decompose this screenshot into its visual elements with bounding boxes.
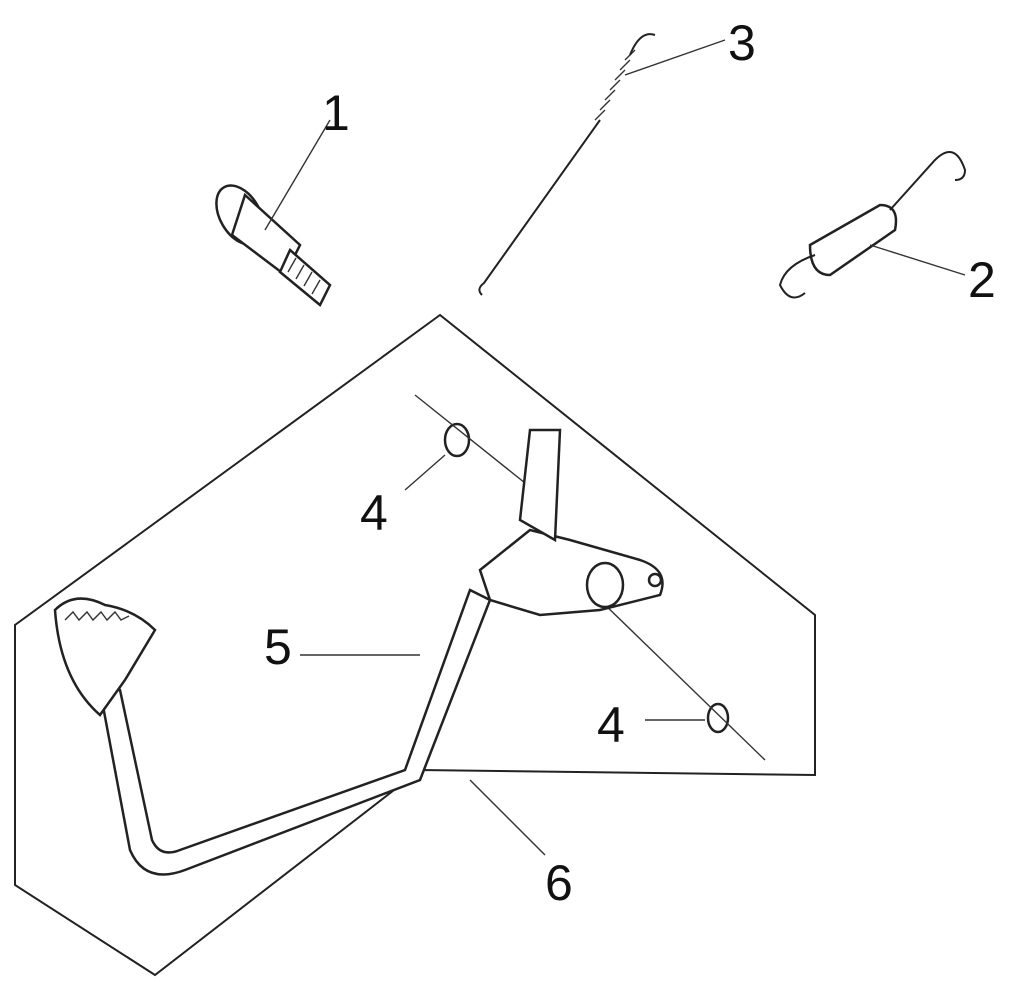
washer-lower-part: [706, 702, 730, 734]
leader-2: [869, 244, 966, 276]
axis-line-lower: [599, 599, 766, 761]
callout-6: 6: [545, 855, 573, 911]
assembly-outline: [14, 313, 816, 977]
spring-rod-part: [478, 33, 656, 296]
callout-4-upper: 4: [360, 485, 388, 541]
leader-6: [469, 779, 546, 856]
callout-3: 3: [728, 15, 756, 71]
leader-3: [624, 39, 726, 76]
callout-1: 1: [322, 85, 350, 141]
washer-upper-part: [443, 422, 471, 458]
return-spring-part: [778, 151, 967, 299]
axis-line-upper: [414, 394, 541, 496]
leader-4a: [404, 454, 446, 491]
callout-5: 5: [264, 619, 292, 675]
bolt-part: [215, 184, 332, 307]
callout-2: 2: [968, 252, 996, 308]
leader-1: [264, 119, 331, 231]
callout-4-lower: 4: [597, 697, 625, 753]
brake-pedal-part: [53, 428, 664, 876]
